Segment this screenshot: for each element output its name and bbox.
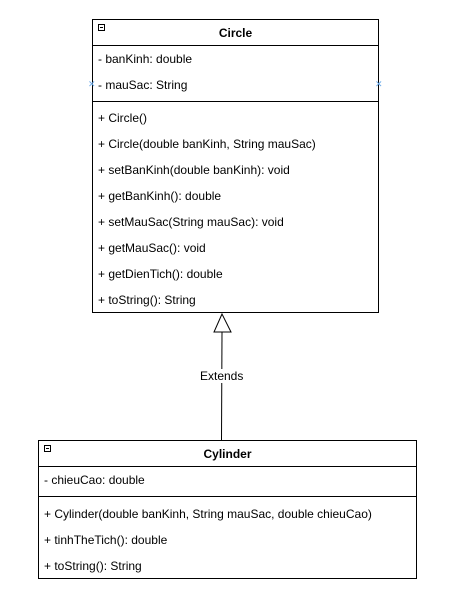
circle-method-setmausac[interactable]: + setMauSac(String mauSac): void — [98, 215, 284, 229]
circle-method-getdientich[interactable]: + getDienTich(): double — [98, 267, 223, 281]
cylinder-method-tinhthetich[interactable]: + tinhTheTich(): double — [44, 533, 168, 547]
inheritance-arrowhead-icon — [213, 312, 232, 333]
cylinder-method-constructor[interactable]: + Cylinder(double banKinh, String mauSac… — [44, 507, 372, 521]
circle-attribute-bankinh[interactable]: - banKinh: double — [98, 52, 193, 66]
circle-class[interactable]: Circle - banKinh: double - mauSac: Strin… — [92, 19, 379, 313]
circle-method-constructor-params[interactable]: + Circle(double banKinh, String mauSac) — [98, 137, 316, 151]
circle-class-header[interactable]: Circle — [93, 20, 378, 46]
cylinder-attribute-chieucao[interactable]: - chieuCao: double — [44, 473, 145, 487]
collapse-minus-icon[interactable] — [44, 445, 51, 452]
connection-point-icon[interactable]: ✕ — [375, 79, 383, 89]
circle-attribute-mausac[interactable]: - mauSac: String — [98, 78, 188, 92]
circle-method-tostring[interactable]: + toString(): String — [98, 293, 196, 307]
circle-method-getbankinh[interactable]: + getBanKinh(): double — [98, 189, 222, 203]
circle-method-constructor-default[interactable]: + Circle() — [98, 111, 148, 125]
cylinder-method-tostring[interactable]: + toString(): String — [44, 559, 142, 573]
cylinder-attributes: - chieuCao: double — [39, 467, 416, 497]
circle-methods: + Circle() + Circle(double banKinh, Stri… — [93, 102, 378, 313]
cylinder-class-name: Cylinder — [203, 447, 252, 461]
circle-attributes: - banKinh: double - mauSac: String — [93, 46, 378, 102]
connection-point-icon[interactable]: ✕ — [88, 79, 96, 89]
cylinder-class-header[interactable]: Cylinder — [39, 441, 416, 467]
circle-class-name: Circle — [218, 26, 253, 40]
cylinder-class[interactable]: Cylinder - chieuCao: double + Cylinder(d… — [38, 440, 417, 579]
circle-method-getmausac[interactable]: + getMauSac(): void — [98, 241, 206, 255]
collapse-minus-icon[interactable] — [98, 24, 105, 31]
extends-label[interactable]: Extends — [199, 369, 245, 383]
inheritance-line — [221, 331, 223, 441]
circle-method-setbankinh[interactable]: + setBanKinh(double banKinh): void — [98, 163, 290, 177]
cylinder-methods: + Cylinder(double banKinh, String mauSac… — [39, 497, 416, 579]
